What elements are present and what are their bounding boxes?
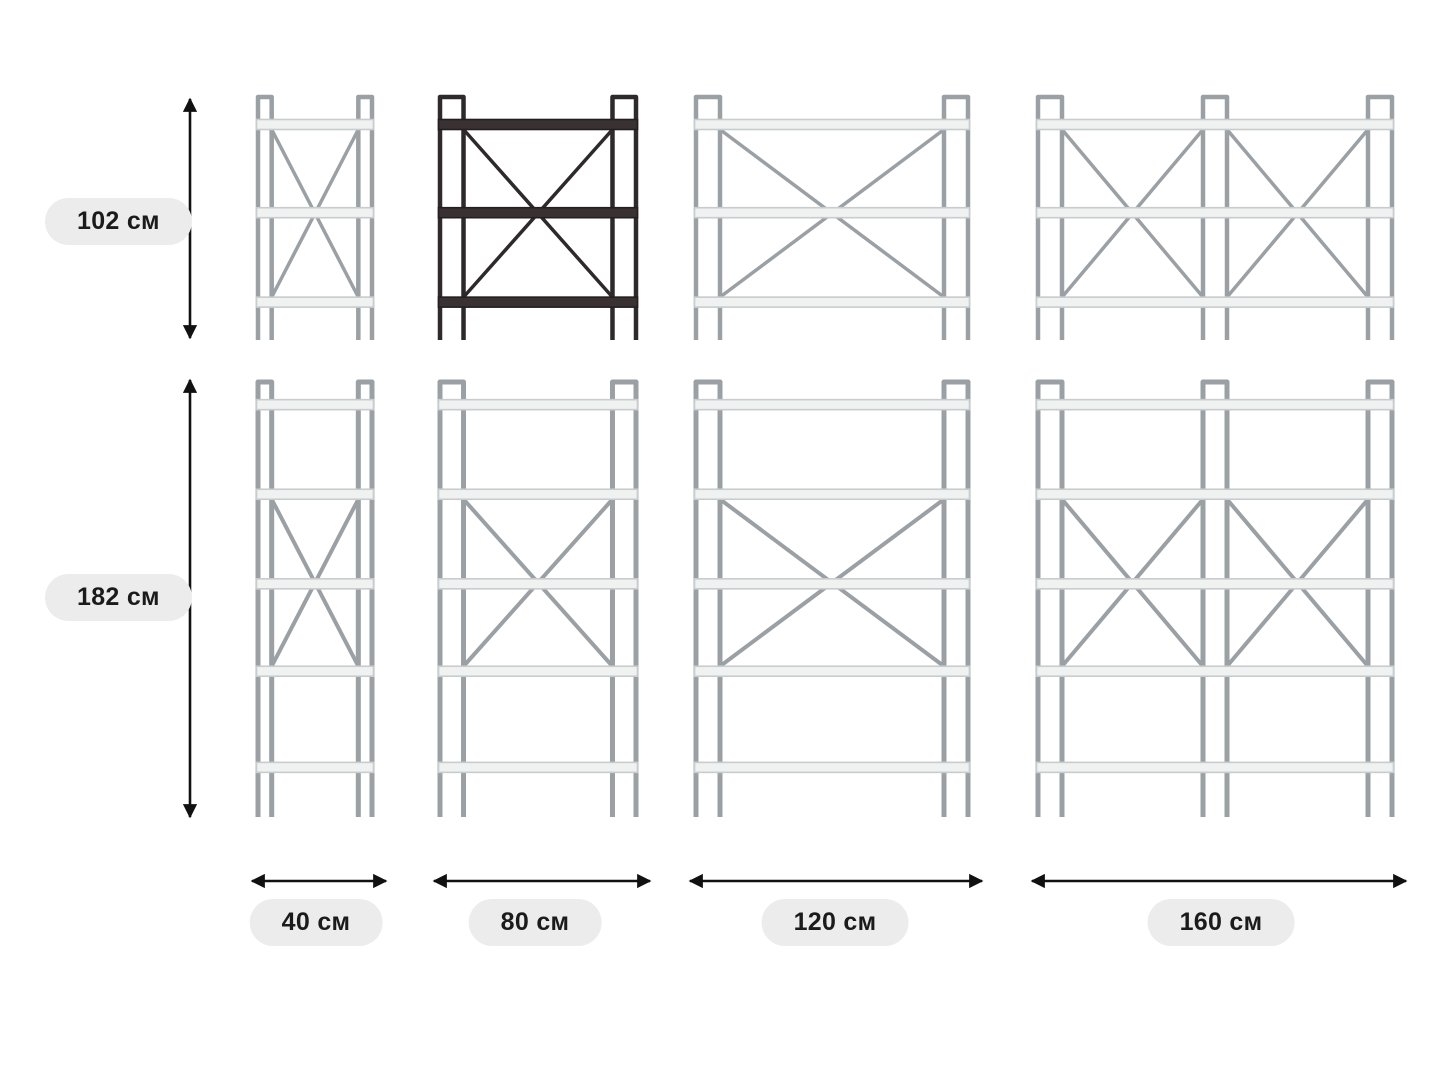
width-label-40: 40 см	[249, 899, 383, 946]
shelf-unit-182x160	[1035, 379, 1395, 817]
shelf-unit-102x80	[437, 94, 639, 340]
width-label-80: 80 см	[468, 899, 602, 946]
shelf-unit-102x120	[693, 94, 971, 340]
height-label-182: 182 см	[45, 574, 192, 621]
shelf-unit-102x40	[255, 94, 375, 340]
dimension-arrows	[182, 97, 1408, 889]
width-label-120: 120 см	[761, 899, 909, 946]
shelf-unit-182x80	[437, 379, 639, 817]
shelf-unit-182x40	[255, 379, 375, 817]
shelf-units	[255, 94, 1395, 817]
shelf-unit-102x160	[1035, 94, 1395, 340]
height-label-102: 102 см	[45, 198, 192, 245]
width-label-160: 160 см	[1147, 899, 1295, 946]
shelf-unit-182x120	[693, 379, 971, 817]
